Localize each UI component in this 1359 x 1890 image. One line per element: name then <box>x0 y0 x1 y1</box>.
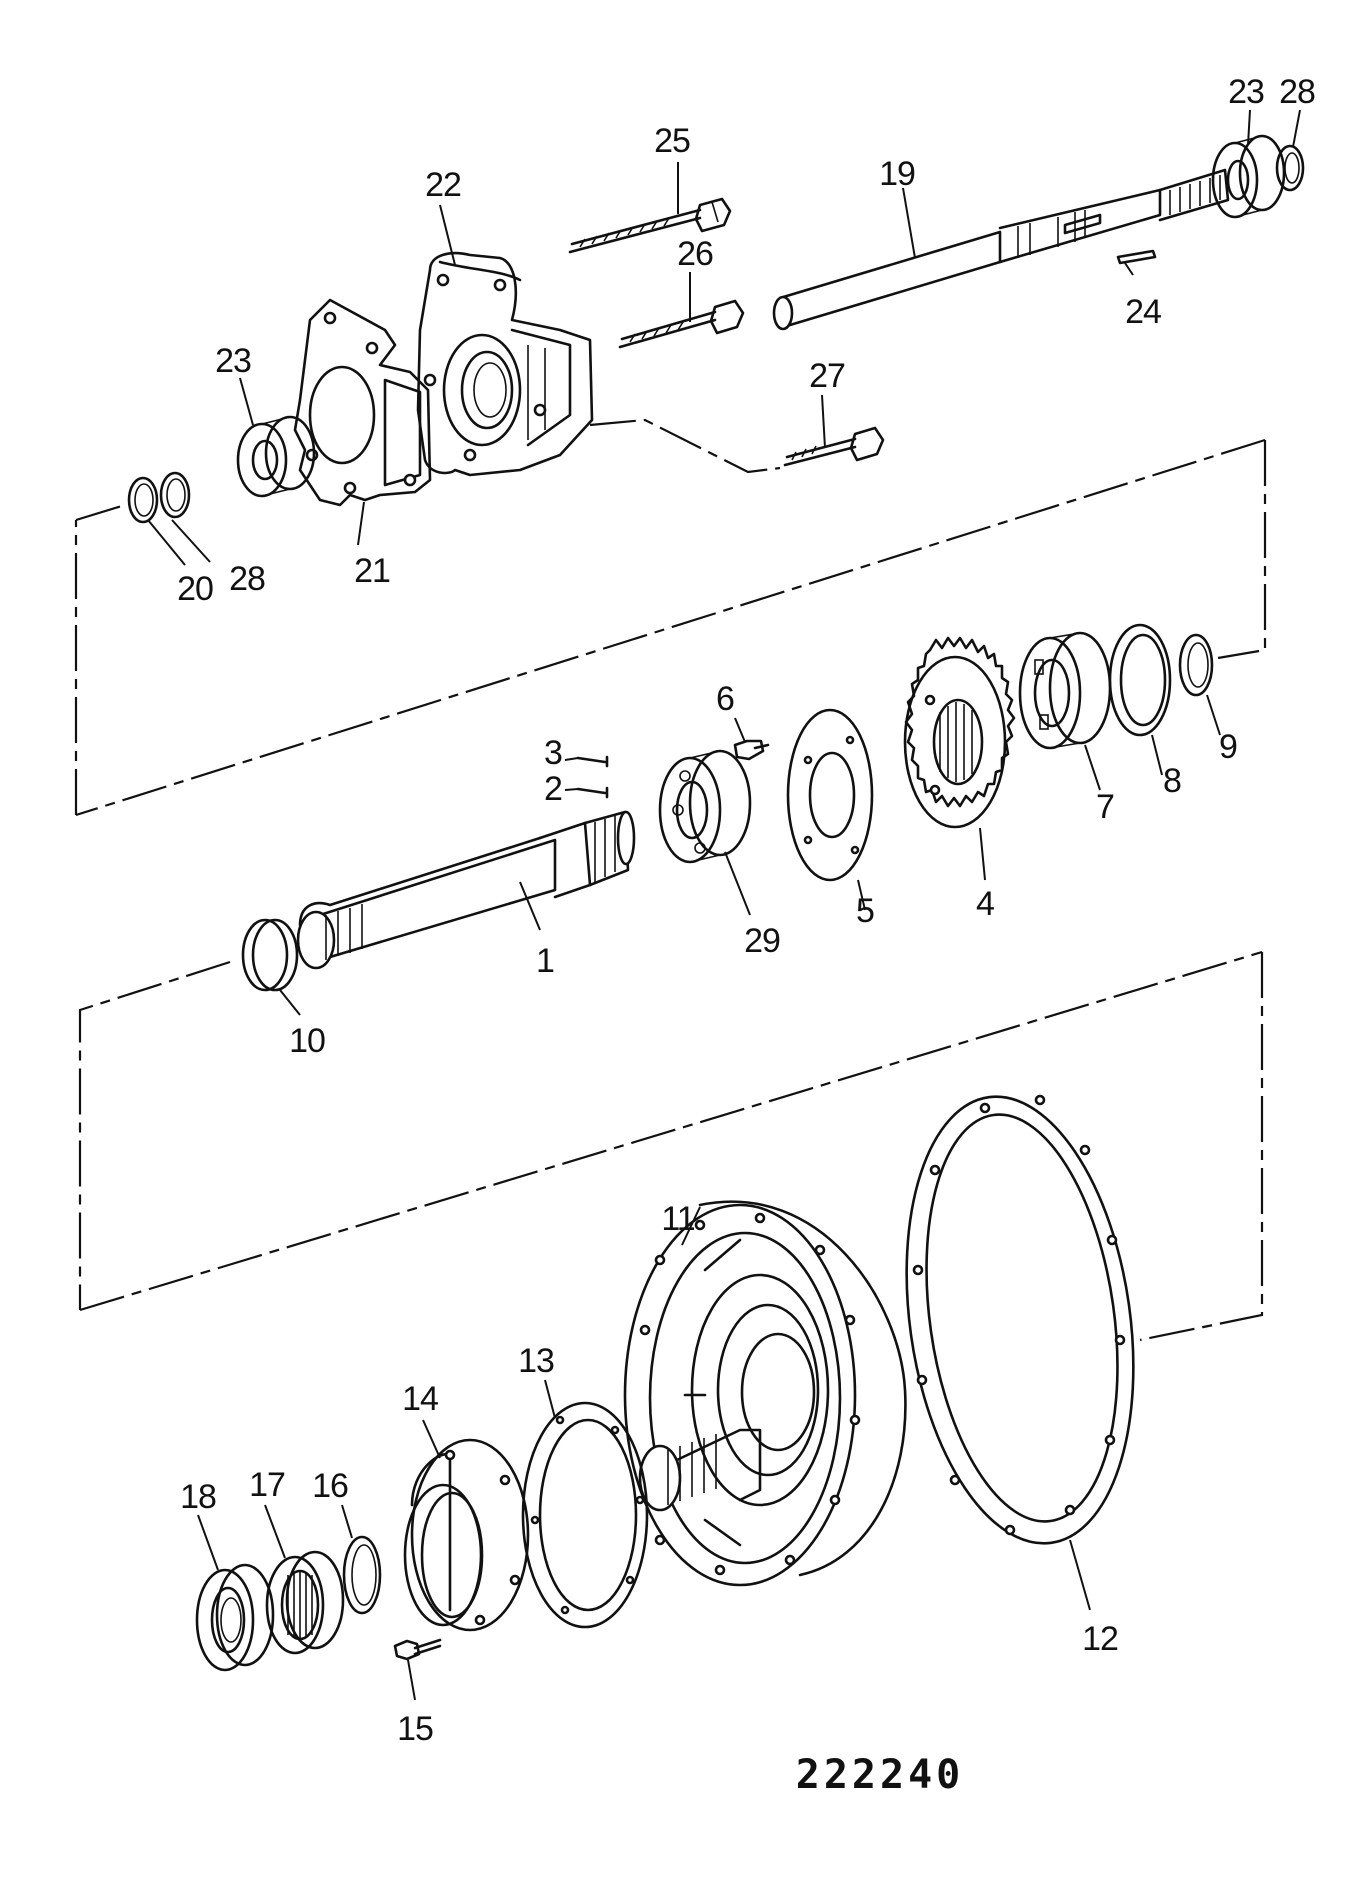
retainer-14 <box>403 1438 530 1632</box>
callout-8: 8 <box>1163 762 1181 800</box>
leader-lines <box>147 109 1301 1701</box>
callout-11: 11 <box>661 1200 694 1238</box>
callout-1: 1 <box>536 942 554 980</box>
snap-ring-28-lower <box>159 471 191 519</box>
callout-12: 12 <box>1082 1620 1118 1658</box>
callout-24: 24 <box>1125 293 1161 331</box>
callout-5: 5 <box>856 892 874 930</box>
key-24 <box>1116 249 1157 265</box>
bearing-17 <box>265 1550 345 1655</box>
bearing-7 <box>1018 631 1112 750</box>
callout-6: 6 <box>716 680 734 718</box>
callout-9: 9 <box>1219 728 1237 766</box>
callout-18: 18 <box>180 1478 216 1516</box>
figure-number: 222240 <box>796 1752 965 1798</box>
snap-ring-20 <box>127 476 159 524</box>
shaft-19 <box>772 168 1230 331</box>
screw-6 <box>733 739 770 761</box>
callout-19: 19 <box>879 155 915 193</box>
callout-3: 3 <box>544 734 562 772</box>
adapter-housing-11 <box>623 1200 907 1587</box>
housing-22 <box>416 251 594 477</box>
callout-13: 13 <box>518 1342 554 1380</box>
pin-2 <box>576 786 609 799</box>
callout-16: 16 <box>312 1467 348 1505</box>
callout-labels: 25 26 27 22 19 24 23 28 23 21 20 28 3 2 … <box>177 73 1316 1748</box>
callout-20: 20 <box>177 570 213 608</box>
callout-26: 26 <box>677 235 713 273</box>
bolt-26 <box>618 299 745 349</box>
bolt-15 <box>393 1638 442 1661</box>
snap-ring-16 <box>342 1535 382 1615</box>
gasket-21 <box>293 298 432 507</box>
shim-8 <box>1108 623 1172 737</box>
gasket-13 <box>521 1401 649 1629</box>
callout-7: 7 <box>1096 788 1114 826</box>
callout-29: 29 <box>744 922 780 960</box>
callout-4: 4 <box>976 885 994 923</box>
thrust-washer-5 <box>786 708 874 882</box>
callout-28-upper: 28 <box>1279 73 1315 111</box>
callout-23-upper: 23 <box>1228 73 1264 111</box>
callout-22: 22 <box>425 166 461 204</box>
snap-ring-9 <box>1178 633 1214 697</box>
callout-27: 27 <box>809 357 845 395</box>
shaft-1 <box>296 810 636 970</box>
callout-23-lower: 23 <box>215 342 251 380</box>
bearing-23-lower <box>236 415 316 498</box>
snap-ring-10 <box>241 918 299 992</box>
callout-28-lower: 28 <box>229 560 265 598</box>
seal-18 <box>195 1563 275 1672</box>
bearing-23-upper <box>1211 134 1286 219</box>
callout-25: 25 <box>654 122 690 160</box>
callout-2: 2 <box>544 770 562 808</box>
callout-10: 10 <box>289 1022 325 1060</box>
callout-15: 15 <box>397 1710 433 1748</box>
callout-17: 17 <box>249 1466 285 1504</box>
bearing-29 <box>658 749 752 864</box>
bolt-27 <box>783 426 885 467</box>
gasket-12 <box>905 1094 1135 1545</box>
pin-3 <box>576 755 609 768</box>
assembly-axis-lines <box>74 418 1267 1342</box>
callout-14: 14 <box>402 1380 438 1418</box>
gear-4 <box>903 636 1016 829</box>
snap-ring-28-upper <box>1275 144 1305 192</box>
callout-21: 21 <box>354 552 390 590</box>
bolt-25 <box>568 197 732 254</box>
